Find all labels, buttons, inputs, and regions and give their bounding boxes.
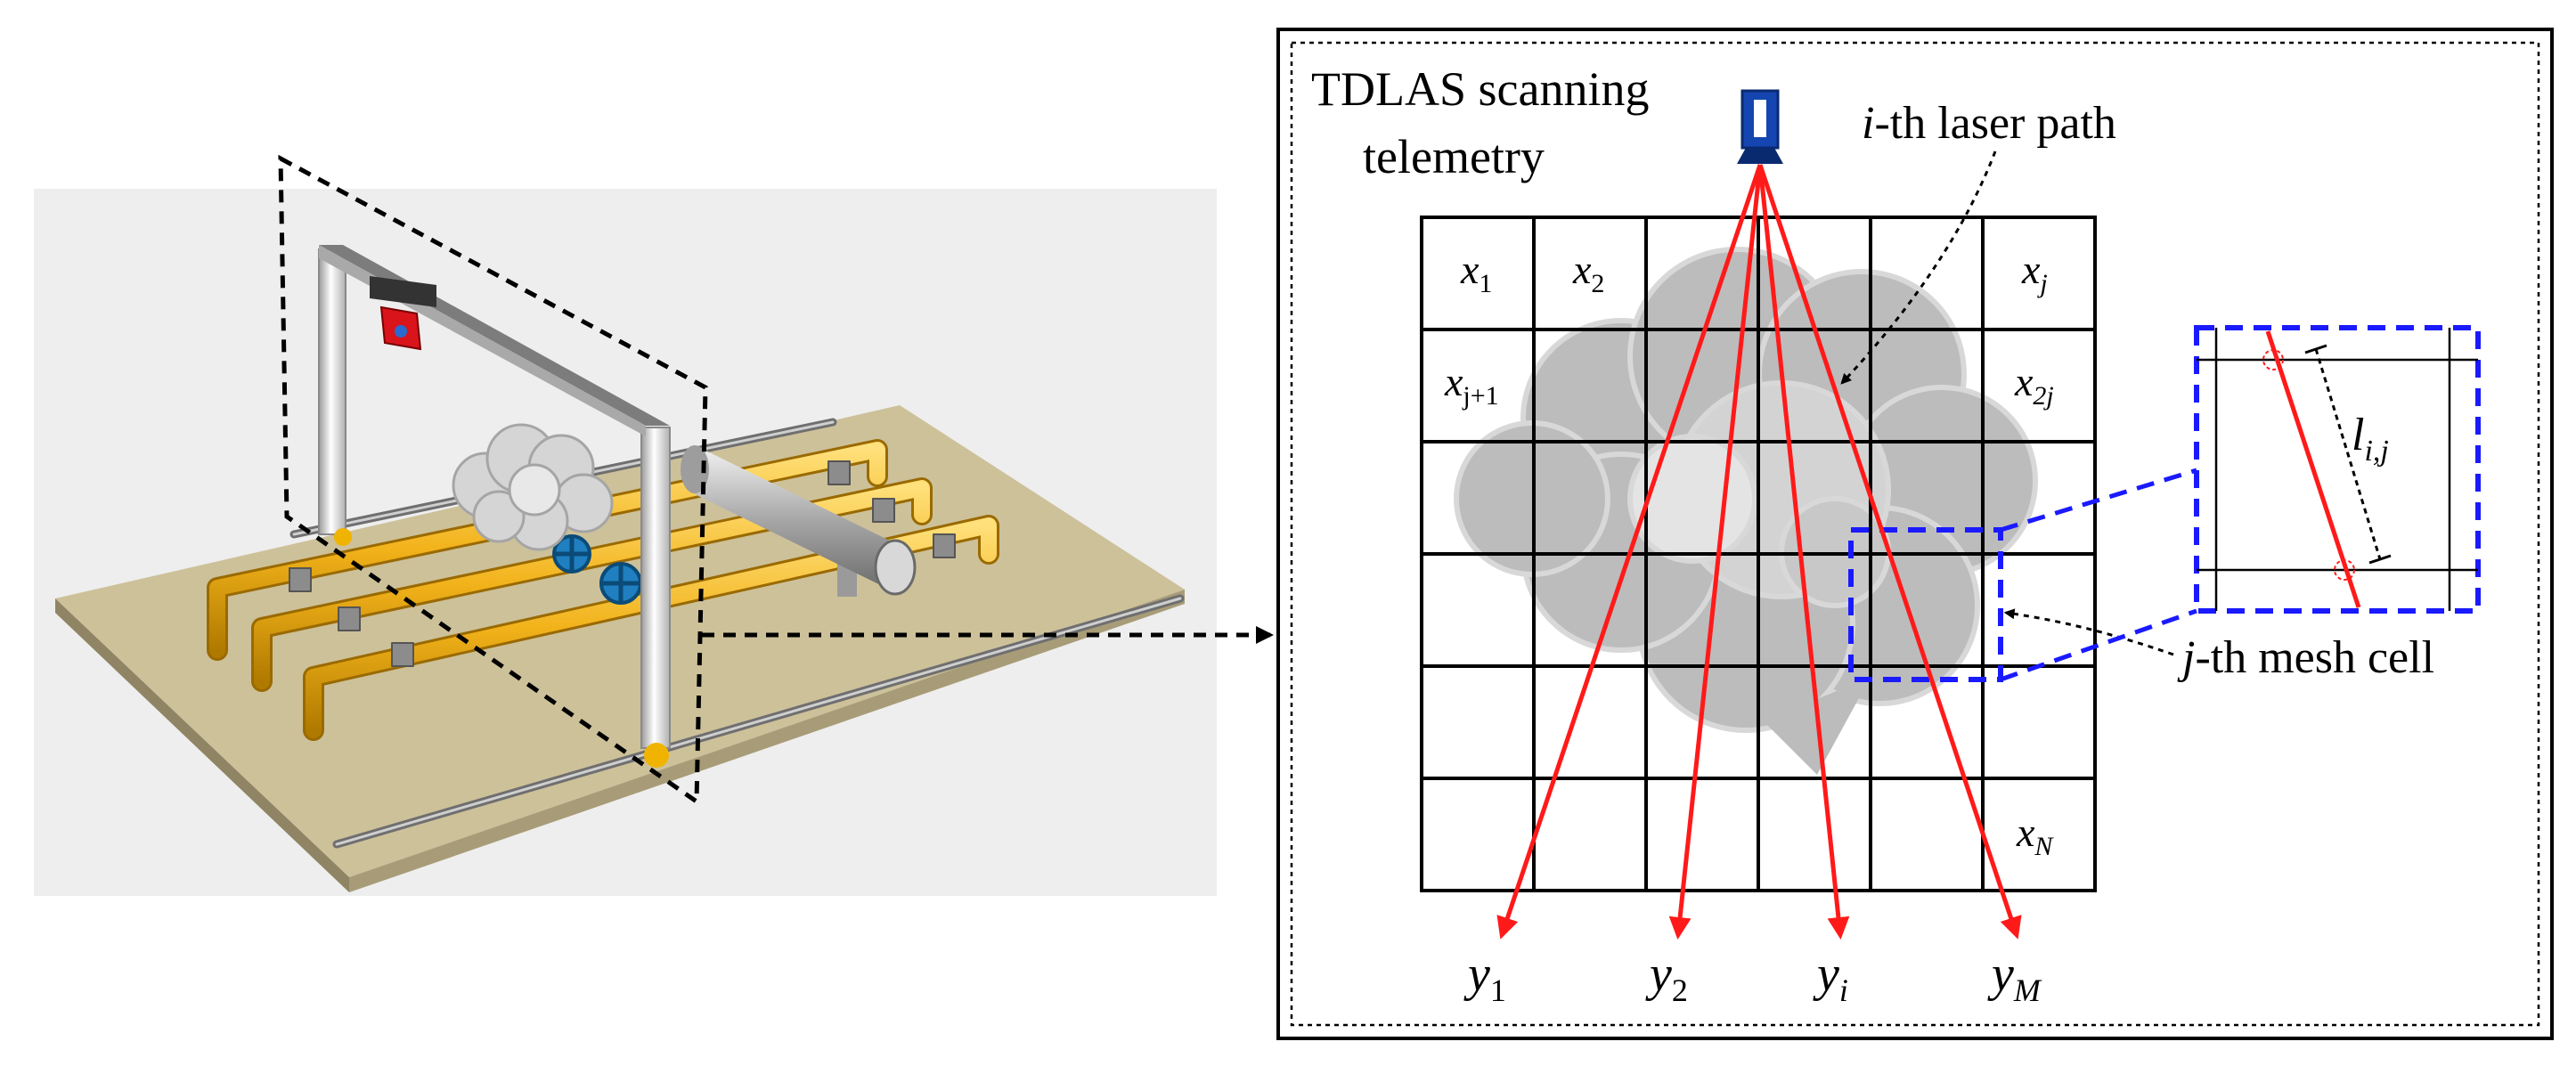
gantry-post-right (640, 427, 671, 749)
mesh-grid (1420, 216, 2097, 892)
cell-label-xj: xj (2021, 247, 2048, 298)
laser-path-label: i-th laser path (1862, 98, 2116, 149)
output-label-yi: yi (1813, 947, 1848, 1008)
laser-path-1 (1496, 164, 1763, 940)
gas-pipes (207, 439, 999, 741)
cell-label-xn: xN (2016, 810, 2054, 861)
scene-3d (34, 154, 1274, 896)
output-label-y1: y1 (1463, 947, 1506, 1008)
path-length-label: li,j (2352, 410, 2389, 468)
zoom-line-bottom (2000, 608, 2197, 682)
output-label-y2: y2 (1645, 947, 1688, 1008)
laser-path-2 (1668, 164, 1763, 940)
zoom-line-top (2000, 468, 2197, 533)
gas-plume-3d (452, 423, 614, 551)
panel-title-line-2: telemetry (1363, 130, 1545, 183)
gantry-wheel-right (644, 743, 669, 768)
gas-plume (1454, 247, 2038, 775)
panel-title-line-1: TDLAS scanning (1311, 62, 1649, 116)
mesh-cell-pointer (2003, 608, 2174, 656)
scanning-plane (278, 154, 708, 806)
tdlas-sensor-3d (370, 276, 436, 351)
laser-paths (1496, 164, 2022, 940)
cell-label-x1: x1 (1460, 247, 1492, 298)
zoom-inset: li,j (2194, 325, 2481, 614)
tdlas-sensor-icon (1737, 89, 1783, 164)
laser-path-pointer (1840, 151, 1997, 385)
measurement-panel: TDLAS scanning telemetry (1276, 28, 2554, 1040)
cell-label-x2: x2 (1572, 247, 1604, 298)
floor-slab (55, 405, 1185, 892)
laser-path-i (1757, 164, 1850, 940)
output-label-ym: yM (1987, 947, 2042, 1008)
zoom-laser-segment (2265, 330, 2361, 608)
barrel-pipe (681, 445, 917, 597)
cell-label-x2j: x2j (2014, 359, 2054, 411)
cell-label-xj1: xj+1 (1444, 359, 1499, 411)
gantry-post-left (318, 248, 346, 535)
mesh-cell-label: j-th mesh cell (2177, 632, 2434, 683)
path-length-indicator (2314, 348, 2382, 560)
highlighted-mesh-cell (1848, 527, 2003, 682)
gantry-wheel-left (334, 528, 352, 546)
panel-inner-border (1290, 41, 2540, 1027)
laser-path-m (1757, 164, 2022, 940)
